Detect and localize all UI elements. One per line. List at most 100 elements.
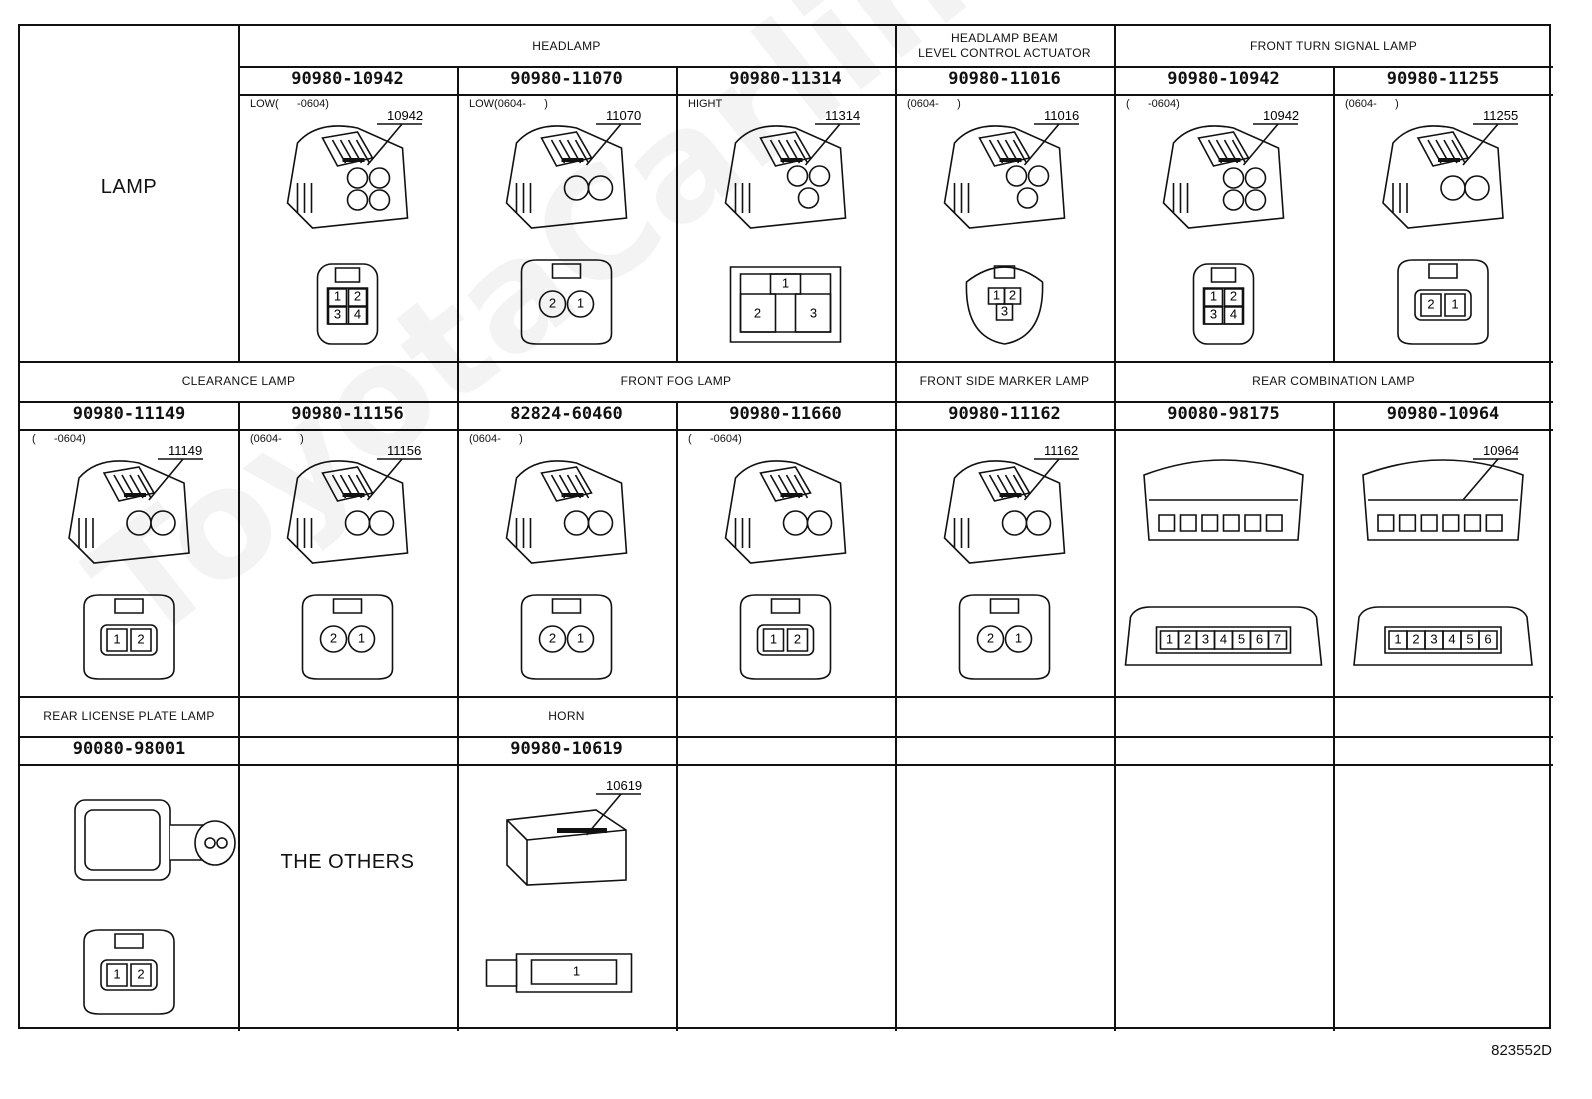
pin-number: 2 [754,305,761,320]
pin-number: 2 [354,288,361,303]
pin-number: 2 [987,630,994,645]
cavity [1006,626,1032,652]
terminal [370,511,394,535]
terminal-slot [1224,515,1240,531]
pin-number: 3 [1430,631,1437,646]
cavity [568,291,594,317]
label-mark [342,158,365,162]
part-number: 90080-98001 [72,739,186,759]
pin-number: 1 [1451,296,1458,311]
callout-label: 10619 [606,778,642,793]
pin-number: 2 [549,295,556,310]
cavity [1225,307,1243,324]
cavity [788,629,808,651]
latch-rib [138,475,151,498]
cavity [349,289,367,306]
variant-note: (0604- ) [1345,98,1399,110]
latch [542,467,592,501]
group-label: FRONT TURN SIGNAL LAMP [1249,38,1418,53]
column-divider [1333,696,1335,1031]
cavity-frame [328,288,368,324]
latch-rib [1014,475,1027,498]
part-number: 90980-10964 [1386,404,1500,424]
cavity-frame [1385,627,1501,653]
terminal-slot [1378,515,1394,531]
housing-outline [726,461,846,563]
column-divider [457,361,459,696]
part-number: 90980-11314 [729,69,842,89]
terminal [808,511,832,535]
connector-housing-drawing: 11070 [467,108,641,244]
callout-label: 11156 [387,443,421,458]
pin-number: 4 [1448,631,1455,646]
row-divider [20,361,1553,363]
connector-housing-drawing: 11255 [1343,108,1518,244]
pin-number: 1 [577,630,584,645]
part-number: 90980-11016 [948,69,1061,89]
terminal [810,166,830,186]
group-label: REAR COMBINATION LAMP [1252,373,1415,388]
column-divider [676,696,678,1031]
variant-note: ( -0604) [32,433,86,445]
face-outline [84,930,174,1014]
column-divider [457,696,459,1031]
housing-edge [527,830,626,840]
connector-housing-drawing: 10619 [467,778,642,914]
label-mark [557,828,607,833]
latch [761,467,811,501]
connector-housing-drawing [30,774,228,914]
connector-housing-drawing: 10942 [1124,108,1299,244]
latch-rib [576,475,589,498]
face-outline [522,595,612,679]
terminal-slot [1181,515,1197,531]
terminal [348,168,368,188]
face-outline [318,264,378,344]
callout-leader [1244,124,1279,165]
pin-number: 2 [1230,288,1237,303]
pin-number: 3 [1001,303,1008,318]
label-mark [999,493,1022,497]
part-number: 90980-11660 [729,404,842,424]
pin-number: 6 [1256,631,1263,646]
pin-number: 2 [1412,631,1419,646]
cavity [1269,631,1287,649]
cavity [568,626,594,652]
group-header-divider [20,401,1553,403]
terminal [788,166,808,186]
connector-housing-drawing: 10942 [248,108,423,244]
pin-number: 1 [782,275,789,290]
column-divider [1114,26,1116,361]
terminal [589,176,613,200]
pin-number: 5 [1238,631,1245,646]
terminal-slot [1245,515,1261,531]
pin-number: 1 [993,287,1000,302]
cavity [217,838,227,848]
terminal [370,168,390,188]
group-label: CLEARANCE LAMP [181,373,296,388]
cavity [107,629,127,651]
part-number: 90980-11156 [291,404,404,424]
pin-number: 3 [334,306,341,321]
terminal [565,511,589,535]
callout-label: 11149 [168,443,202,458]
column-divider [895,26,897,361]
callout-leader [1463,459,1498,500]
callout-leader [806,124,841,165]
column-divider [238,401,240,696]
cavity [131,629,151,651]
label-mark [780,493,803,497]
cavity [796,294,831,332]
pin-number: 4 [1230,306,1237,321]
terminal [589,511,613,535]
part-number: 82824-60460 [510,404,623,424]
pin-number: 1 [573,963,580,978]
pin-number: 6 [1484,631,1491,646]
group-label: HEADLAMP BEAM LEVEL CONTROL ACTUATOR [918,31,1091,60]
housing-outline [507,810,626,885]
terminal [1003,511,1027,535]
housing-outline [945,461,1065,563]
column-divider [676,401,678,696]
